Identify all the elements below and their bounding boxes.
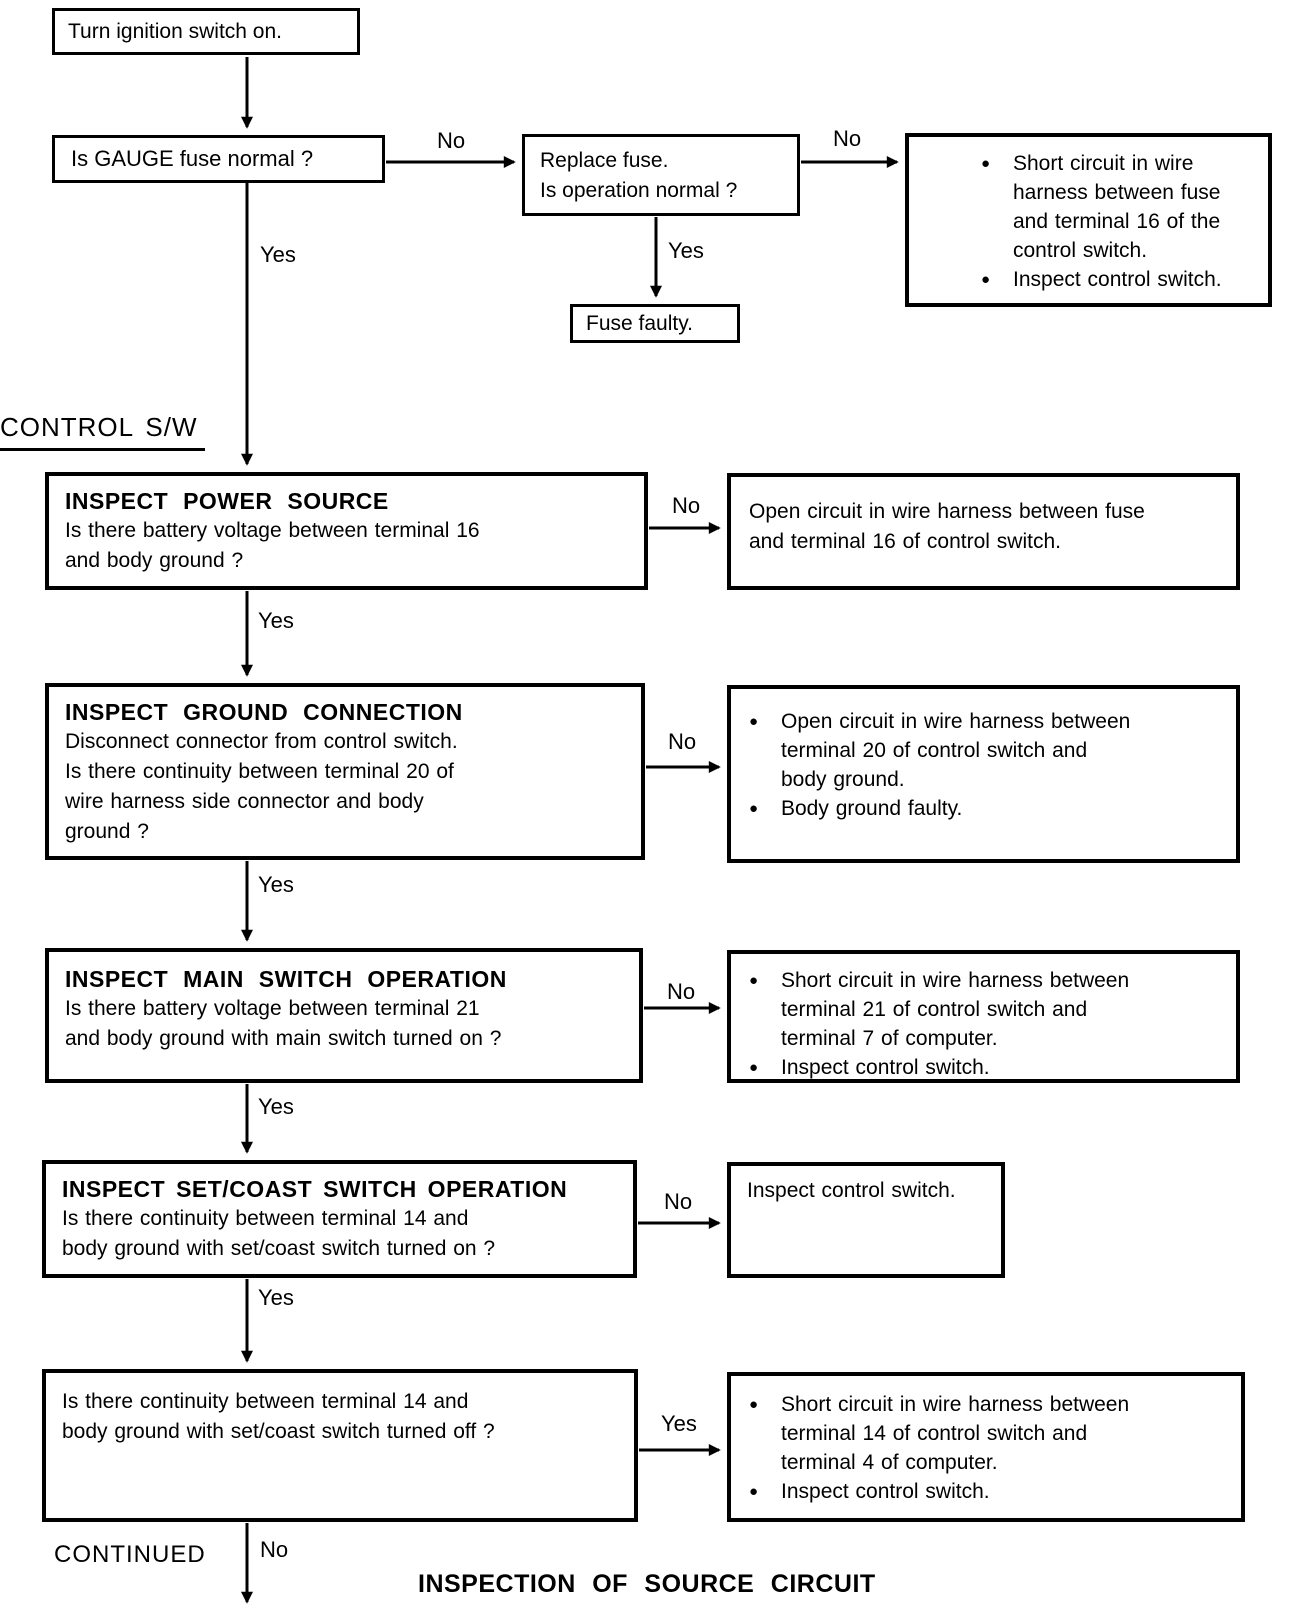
- bullet-text: Short circuit in wire harness between te…: [781, 1393, 1130, 1474]
- edge-label-no-power: No: [672, 493, 701, 518]
- edge-label-no-setcoast: No: [664, 1189, 693, 1214]
- inspect-main-switch-node: INSPECT MAIN SWITCH OPERATION Is there b…: [45, 948, 643, 1083]
- bullet-text: Inspect control switch.: [781, 1480, 990, 1503]
- bullet-icon: ●: [981, 271, 991, 288]
- bullet-icon: ●: [981, 155, 991, 172]
- bullet-icon: ●: [749, 713, 759, 730]
- bullet-item: ● Inspect control switch.: [749, 1053, 1236, 1082]
- edge-label-no-ground: No: [668, 729, 697, 754]
- edge-label-yes-power: Yes: [258, 608, 294, 633]
- inspect-ground-connection-body: Disconnect connector from control switch…: [65, 730, 458, 843]
- bullet-icon: ●: [749, 800, 759, 817]
- start-node: Turn ignition switch on.: [52, 8, 360, 55]
- edge-label-yes-off: Yes: [661, 1411, 697, 1436]
- edge-label-yes-gauge: Yes: [260, 242, 296, 267]
- bullet-icon: ●: [749, 1483, 759, 1500]
- gauge-fuse-question-node: Is GAUGE fuse normal ?: [52, 135, 385, 183]
- continued-label: CONTINUED: [54, 1541, 206, 1568]
- inspect-set-coast-body: Is there continuity between terminal 14 …: [62, 1207, 496, 1260]
- inspect-set-coast-title: INSPECT SET/COAST SWITCH OPERATION: [62, 1176, 568, 1202]
- edge-label-yes-main: Yes: [258, 1094, 294, 1119]
- bullet-item: ● Short circuit in wire harness between …: [749, 1390, 1241, 1477]
- page-caption: INSPECTION OF SOURCE CIRCUIT: [418, 1570, 876, 1598]
- inspect-control-switch-result-node: Inspect control switch.: [727, 1162, 1005, 1278]
- start-node-text: Turn ignition switch on.: [68, 19, 282, 43]
- fuse-faulty-text: Fuse faulty.: [586, 311, 693, 335]
- inspect-power-source-title: INSPECT POWER SOURCE: [65, 488, 389, 514]
- bullet-item: ● Short circuit in wire harness between …: [749, 966, 1236, 1053]
- edge-label-no-main: No: [667, 979, 696, 1004]
- bullet-item: ● Short circuit in wire harness between …: [981, 149, 1258, 265]
- inspect-power-source-body: Is there battery voltage between termina…: [65, 519, 480, 572]
- inspect-power-source-node: INSPECT POWER SOURCE Is there battery vo…: [45, 472, 648, 590]
- bullet-item: ● Inspect control switch.: [749, 1477, 1241, 1506]
- edge-label-yes-ground: Yes: [258, 872, 294, 897]
- replace-fuse-text: Replace fuse. Is operation normal ?: [540, 149, 738, 202]
- open-circuit-terminal16-result-node: Open circuit in wire harness between fus…: [727, 473, 1240, 590]
- inspect-main-switch-title: INSPECT MAIN SWITCH OPERATION: [65, 966, 507, 992]
- gauge-fuse-question-text: Is GAUGE fuse normal ?: [71, 146, 314, 171]
- edge-label-yes-replace: Yes: [668, 238, 704, 263]
- bullet-text: Short circuit in wire harness between te…: [781, 969, 1130, 1050]
- open-circuit-terminal16-text: Open circuit in wire harness between fus…: [749, 500, 1145, 553]
- set-coast-off-question-text: Is there continuity between terminal 14 …: [62, 1390, 495, 1443]
- edge-label-no-replace: No: [833, 126, 862, 151]
- edge-label-yes-setcoast: Yes: [258, 1285, 294, 1310]
- edge-label-no-gauge: No: [437, 128, 466, 153]
- bullet-icon: ●: [749, 972, 759, 989]
- section-label-control-sw: CONTROL S/W: [0, 412, 206, 451]
- set-coast-off-question-node: Is there continuity between terminal 14 …: [42, 1369, 638, 1522]
- bullet-item: ● Body ground faulty.: [749, 794, 1236, 823]
- fuse-faulty-node: Fuse faulty.: [570, 304, 740, 343]
- open-circuit-terminal20-result-node: ● Open circuit in wire harness between t…: [727, 685, 1240, 863]
- short-circuit-terminal16-result-node: ● Short circuit in wire harness between …: [905, 133, 1272, 307]
- bullet-text: Inspect control switch.: [781, 1056, 990, 1079]
- edge-label-no-continued: No: [260, 1537, 289, 1562]
- bullet-item: ● Open circuit in wire harness between t…: [749, 707, 1236, 794]
- replace-fuse-node: Replace fuse. Is operation normal ?: [522, 134, 800, 216]
- bullet-icon: ●: [749, 1059, 759, 1076]
- inspect-ground-connection-title: INSPECT GROUND CONNECTION: [65, 699, 463, 725]
- inspect-set-coast-on-node: INSPECT SET/COAST SWITCH OPERATION Is th…: [42, 1160, 637, 1278]
- inspect-main-switch-body: Is there battery voltage between termina…: [65, 997, 502, 1050]
- bullet-text: Open circuit in wire harness between ter…: [781, 710, 1131, 791]
- short-circuit-terminal21-result-node: ● Short circuit in wire harness between …: [727, 950, 1240, 1083]
- bullet-icon: ●: [749, 1396, 759, 1413]
- bullet-text: Body ground faulty.: [781, 797, 963, 820]
- bullet-text: Inspect control switch.: [1013, 268, 1222, 291]
- bullet-text: Short circuit in wire harness between fu…: [1013, 152, 1221, 262]
- inspect-ground-connection-node: INSPECT GROUND CONNECTION Disconnect con…: [45, 683, 645, 860]
- short-circuit-terminal14-result-node: ● Short circuit in wire harness between …: [727, 1372, 1245, 1522]
- bullet-item: ● Inspect control switch.: [981, 265, 1258, 294]
- inspect-control-switch-text: Inspect control switch.: [747, 1179, 956, 1202]
